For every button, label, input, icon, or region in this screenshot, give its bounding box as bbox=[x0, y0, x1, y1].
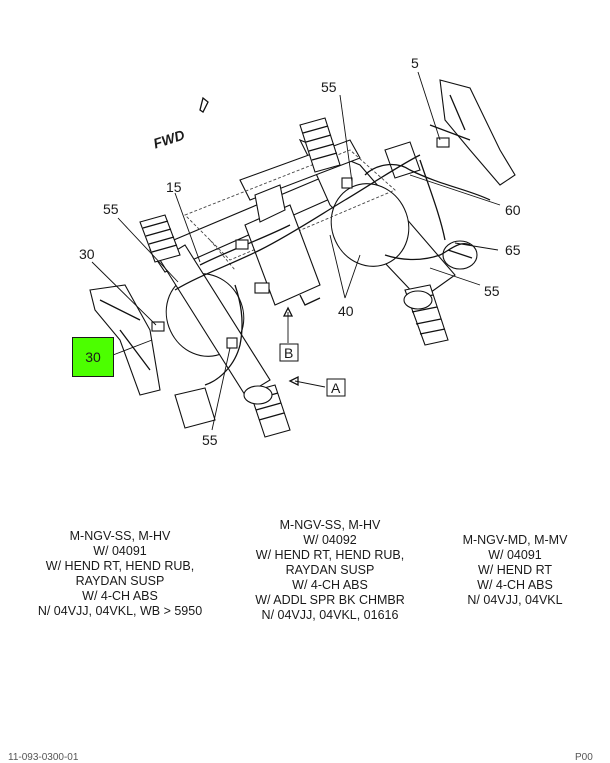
note-line: W/ HEND RT bbox=[477, 563, 553, 577]
view-a-box: A bbox=[326, 378, 346, 397]
wheel-hub-top-center bbox=[299, 117, 341, 173]
abs-harness bbox=[174, 154, 491, 386]
callout-40: 40 bbox=[338, 303, 354, 319]
note-line: M-NGV-SS, M-HV bbox=[69, 529, 171, 543]
note-line: RAYDAN SUSP bbox=[285, 563, 375, 577]
note-line: W/ ADDL SPR BK CHMBR bbox=[255, 593, 405, 607]
view-a-label: A bbox=[331, 380, 341, 396]
callout-15: 15 bbox=[166, 179, 182, 195]
callout-65: 65 bbox=[505, 242, 521, 258]
note-line: N/ 04VJJ, 04VKL, 01616 bbox=[261, 608, 399, 622]
callout-55-top: 55 bbox=[321, 79, 337, 95]
wheel-hub-bottom bbox=[243, 384, 291, 438]
note-line: N/ 04VJJ, 04VKL, WB > 5950 bbox=[37, 604, 203, 618]
note-line: W/ HEND RT, HEND RUB, bbox=[45, 559, 195, 573]
fwd-label: FWD bbox=[151, 127, 186, 152]
view-b-label: B bbox=[284, 345, 293, 361]
note-line: W/ 4-CH ABS bbox=[292, 578, 368, 592]
fwd-arrow-icon bbox=[199, 96, 209, 113]
note-line: M-NGV-MD, M-MV bbox=[462, 533, 568, 547]
note-line: W/ 4-CH ABS bbox=[82, 589, 158, 603]
sensor-connectors bbox=[151, 137, 450, 349]
note-line: N/ 04VJJ, 04VKL bbox=[467, 593, 563, 607]
highlighted-callout-label: 30 bbox=[85, 349, 101, 365]
callout-55-left: 55 bbox=[103, 201, 119, 217]
wheel-hub-top-left bbox=[139, 214, 181, 263]
callout-55-right: 55 bbox=[484, 283, 500, 299]
note-line: W/ 04091 bbox=[488, 548, 542, 562]
wheel-hub-right bbox=[403, 284, 449, 346]
callout-30: 30 bbox=[79, 246, 95, 262]
callout-60: 60 bbox=[505, 202, 521, 218]
applicability-note-left: M-NGV-SS, M-HV W/ 04091 W/ HEND RT, HEND… bbox=[20, 529, 220, 619]
callout-5: 5 bbox=[411, 55, 419, 71]
leader-lines bbox=[91, 71, 501, 431]
view-b-box: B bbox=[279, 343, 299, 362]
view-b-arrow-icon bbox=[282, 306, 294, 317]
note-line: W/ HEND RT, HEND RUB, bbox=[255, 548, 405, 562]
highlighted-callout-30[interactable]: 30 bbox=[72, 337, 114, 377]
note-line: W/ 04091 bbox=[93, 544, 147, 558]
axle-assembly-diagram: FWD bbox=[79, 55, 521, 448]
footer-page-code: P00 bbox=[575, 752, 593, 763]
note-line: RAYDAN SUSP bbox=[75, 574, 165, 588]
note-line: M-NGV-SS, M-HV bbox=[279, 518, 381, 532]
frame-bracket-right bbox=[384, 79, 516, 186]
applicability-note-right: M-NGV-MD, M-MV W/ 04091 W/ HEND RT W/ 4-… bbox=[440, 533, 590, 608]
note-line: W/ 4-CH ABS bbox=[477, 578, 553, 592]
differential-carrier bbox=[244, 184, 321, 306]
applicability-note-middle: M-NGV-SS, M-HV W/ 04092 W/ HEND RT, HEND… bbox=[240, 518, 420, 623]
brake-chamber-right bbox=[442, 240, 478, 270]
note-line: W/ 04092 bbox=[303, 533, 357, 547]
view-a-arrow-icon bbox=[288, 375, 299, 387]
callout-55-bottom: 55 bbox=[202, 432, 218, 448]
frame-bracket-left bbox=[89, 284, 216, 429]
footer-figure-id: 11-093-0300-01 bbox=[8, 752, 79, 763]
